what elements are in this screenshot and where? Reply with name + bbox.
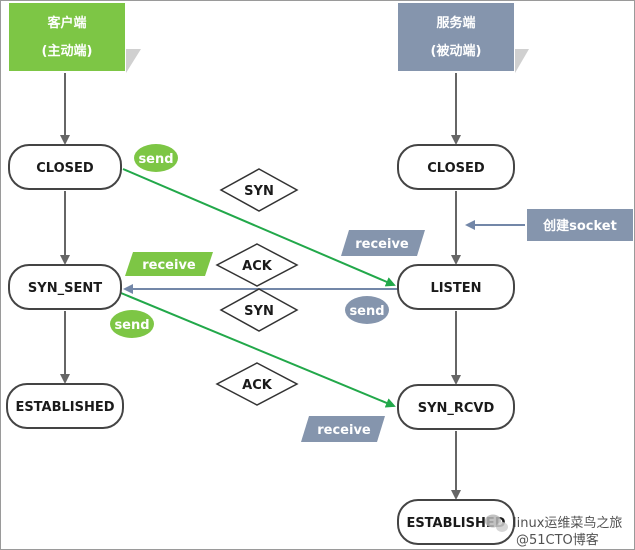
- arrow-client-syn-to-listen: [122, 168, 396, 287]
- client-state-established-label: ESTABLISHED: [15, 400, 114, 415]
- tag-client-receive: receive: [125, 252, 213, 276]
- tag-client-send-2: send: [110, 310, 154, 338]
- watermark: linux运维菜鸟之旅 @51CTO博客: [485, 514, 622, 548]
- tag-server-receive-2: receive: [301, 416, 385, 442]
- server-state-listen-label: LISTEN: [430, 281, 481, 296]
- server-state-syn-rcvd: SYN_RCVD: [397, 384, 515, 430]
- server-state-syn-rcvd-label: SYN_RCVD: [418, 401, 495, 416]
- server-state-closed: CLOSED: [397, 144, 515, 190]
- client-state-syn-sent-label: SYN_SENT: [28, 281, 102, 296]
- diamond-ack-1-label: ACK: [242, 259, 273, 274]
- watermark-line-1: linux运维菜鸟之旅: [513, 515, 622, 531]
- diamond-syn-2: SYN: [219, 288, 299, 332]
- client-state-syn-sent: SYN_SENT: [8, 264, 122, 310]
- diamond-syn-1-label: SYN: [244, 184, 274, 199]
- server-header: 服务端 (被动端): [398, 3, 529, 73]
- tag-server-receive-1-label: receive: [355, 237, 409, 252]
- client-header: 客户端 (主动端): [9, 3, 141, 73]
- diamond-syn-2-label: SYN: [244, 304, 274, 319]
- create-socket-callout: 创建socket: [527, 209, 633, 241]
- server-subtitle: (被动端): [431, 43, 482, 59]
- tag-client-send-1-label: send: [138, 152, 173, 167]
- client-state-closed: CLOSED: [8, 144, 122, 190]
- diamond-syn-1: SYN: [219, 168, 299, 212]
- watermark-line-2: @51CTO博客: [516, 532, 599, 548]
- tag-client-send-1: send: [134, 144, 178, 172]
- tag-client-send-2-label: send: [114, 318, 149, 333]
- client-subtitle: (主动端): [42, 43, 93, 59]
- server-state-established-label: ESTABLISHED: [406, 516, 505, 531]
- arrow-client-ack-to-synrcvd: [120, 292, 396, 408]
- tag-server-send: send: [345, 296, 389, 324]
- server-state-listen: LISTEN: [397, 264, 515, 310]
- diamond-ack-2: ACK: [215, 362, 299, 406]
- server-state-closed-label: CLOSED: [427, 161, 485, 176]
- diamond-ack-2-label: ACK: [242, 378, 273, 393]
- server-state-established: ESTABLISHED: [397, 499, 515, 545]
- tag-server-receive-1: receive: [341, 230, 425, 256]
- wechat-icon: [485, 514, 508, 532]
- client-state-established: ESTABLISHED: [6, 383, 124, 429]
- create-socket-label: 创建socket: [542, 218, 617, 234]
- tag-server-send-label: send: [349, 304, 384, 319]
- tag-client-receive-label: receive: [142, 258, 196, 273]
- tag-server-receive-2-label: receive: [317, 423, 371, 438]
- diamond-ack-1: ACK: [215, 243, 299, 287]
- client-title: 客户端: [47, 15, 86, 31]
- server-title: 服务端: [436, 15, 475, 31]
- client-state-closed-label: CLOSED: [36, 161, 94, 176]
